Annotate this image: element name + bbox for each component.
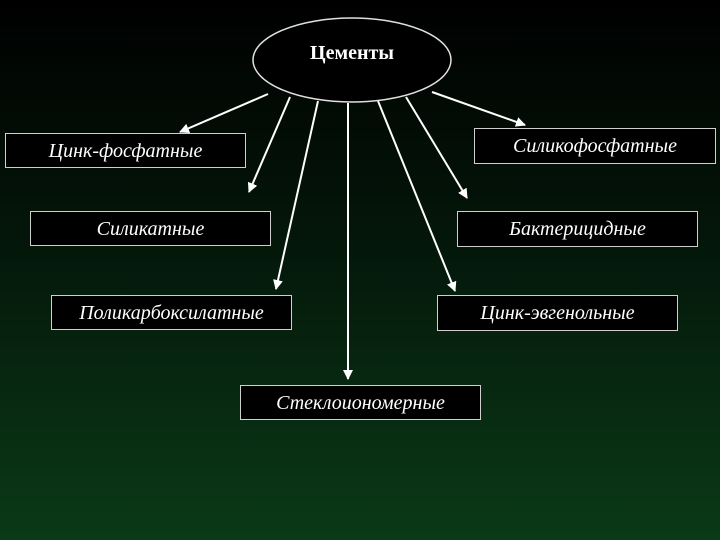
node-bactericidal: Бактерицидные xyxy=(457,211,698,247)
node-silicophosphate: Силикофосфатные xyxy=(474,128,716,164)
node-polycarboxylate: Поликарбоксилатные xyxy=(51,295,292,330)
node-glass-ionomer: Стеклоиономерные xyxy=(240,385,481,420)
arrow-to-zinc-phosphate xyxy=(179,93,269,134)
arrow-to-silicophosphate xyxy=(431,91,526,127)
node-zinc-eugenol: Цинк-эвгенольные xyxy=(437,295,678,331)
arrow-to-zinc-eugenol xyxy=(377,100,457,292)
arrow-to-bactericidal xyxy=(405,96,468,199)
root-ellipse xyxy=(252,17,452,103)
node-zinc-phosphate: Цинк-фосфатные xyxy=(5,133,246,168)
root-label: Цементы xyxy=(310,42,394,64)
arrow-to-polycarboxylate xyxy=(273,100,319,290)
arrow-to-silicate xyxy=(247,96,291,193)
arrow-group xyxy=(179,91,526,380)
node-silicate: Силикатные xyxy=(30,211,271,246)
